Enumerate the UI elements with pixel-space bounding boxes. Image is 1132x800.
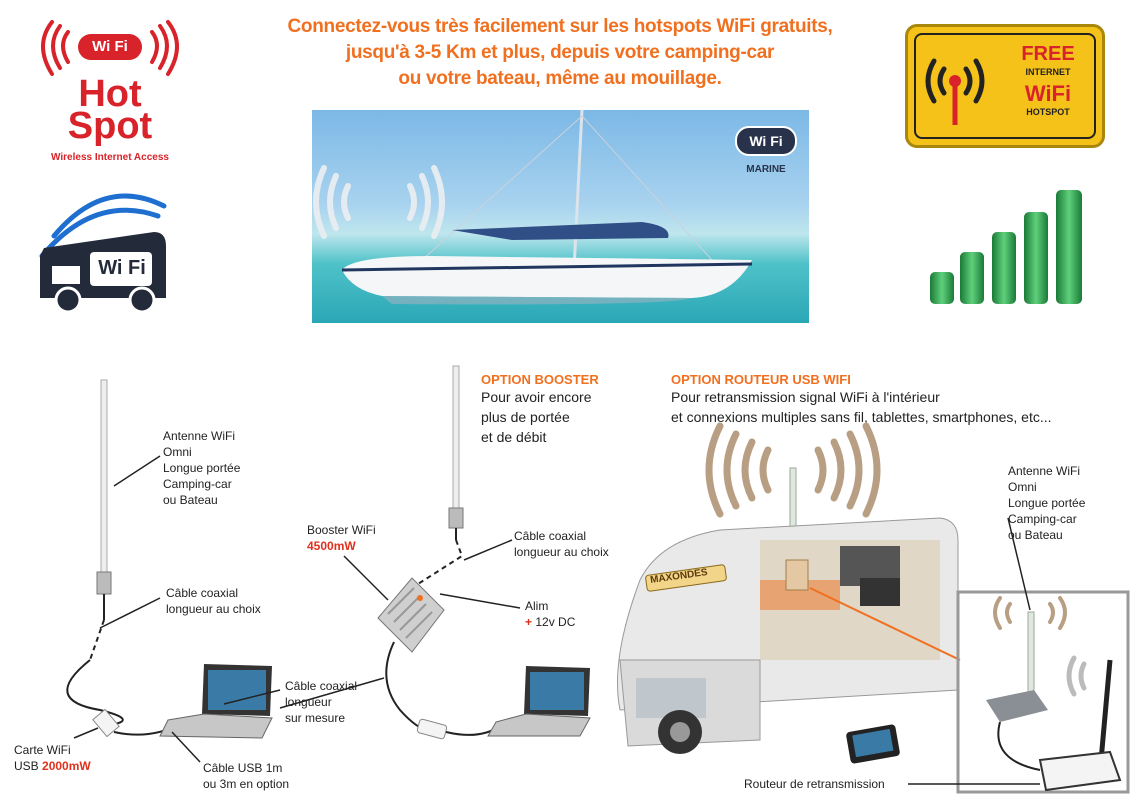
headline-line-2: jusqu'à 3-5 Km et plus, depuis votre cam… — [345, 42, 775, 63]
router-device-icon — [1038, 750, 1122, 792]
camper-wifi-text: Wi Fi — [98, 257, 146, 279]
antenna-right-line-2: Omni — [1008, 480, 1037, 494]
router-label: Routeur de retransmission — [744, 777, 885, 791]
cable-measure-label: Câble coaxial longueur sur mesure — [285, 678, 357, 726]
booster-body-3: et de débit — [481, 429, 547, 445]
antenna-signal-icon — [925, 58, 985, 125]
booster-body-2: plus de portée — [481, 409, 570, 425]
signal-waves-icon — [705, 422, 881, 518]
free-wifi-sign: FREE INTERNET WiFi HOTSPOT — [905, 24, 1105, 148]
sailboat-photo: Wi Fi MARINE — [312, 110, 809, 323]
signal-strength-icon — [930, 190, 1082, 304]
antenna-left-line-4: Camping-car — [163, 477, 232, 491]
marine-label: MARINE — [746, 164, 786, 175]
router-title: OPTION ROUTEUR USB WIFI — [671, 372, 851, 387]
hotspot-hot-text: Hot — [78, 73, 142, 115]
router-detail-frame — [956, 590, 1130, 794]
usb-cable-line-2: ou 3m en option — [203, 777, 290, 791]
antenna-left-line-1: Antenne WiFi — [163, 429, 236, 443]
usb-card-middle-icon — [416, 718, 448, 740]
usb-card-icon — [92, 708, 120, 738]
cable-left-line-1: Câble coaxial — [166, 586, 239, 600]
usb-adapter-icon — [986, 690, 1048, 722]
antenna-left-line-2: Omni — [163, 445, 192, 459]
router-body-2: et connexions multiples sans fil, tablet… — [671, 409, 1052, 425]
antenna-right-line-1: Antenne WiFi — [1008, 464, 1081, 478]
cable-middle-label: Câble coaxial longueur au choix — [514, 528, 609, 560]
router-body-1: Pour retransmission signal WiFi à l'inté… — [671, 389, 940, 405]
alim-plus: + — [525, 615, 533, 629]
router-section: OPTION ROUTEUR USB WIFI Pour retransmiss… — [671, 372, 1126, 427]
camper-brand-badge — [645, 564, 727, 592]
headline: Connectez-vous très facilement sur les h… — [260, 14, 860, 92]
headline-line-3: ou votre bateau, même au mouillage. — [398, 68, 722, 89]
tablet-icon — [846, 724, 900, 764]
antenna-left-line-3: Longue portée — [163, 461, 241, 475]
free-wifi-sign-border — [914, 33, 1096, 139]
camper-wifi-logo: Wi Fi — [34, 186, 184, 316]
antenna-right-line-5: ou Bateau — [1008, 528, 1063, 542]
laptop-left-icon — [159, 664, 273, 739]
camper-van-cutaway-icon — [617, 517, 961, 754]
free-text: FREE — [1021, 43, 1075, 65]
antenna-right-line-3: Longue portée — [1008, 496, 1086, 510]
alim-label: Alim + 12v DC — [525, 598, 575, 630]
booster-power: 4500mW — [307, 539, 356, 553]
hotspot-spot-text: Spot — [67, 105, 153, 147]
usb-cable-label: Câble USB 1m ou 3m en option — [203, 760, 289, 792]
usb-cable-line-1: Câble USB 1m — [203, 761, 283, 775]
antenna-left-line-5: ou Bateau — [163, 493, 218, 507]
free-wifi-text: WiFi — [1024, 81, 1072, 106]
usb-card-line-2: USB — [14, 759, 39, 773]
antenna-middle-icon — [452, 365, 460, 517]
installation-diagram — [66, 365, 1130, 794]
headline-line-1: Connectez-vous très facilement sur les h… — [287, 16, 833, 37]
booster-title: OPTION BOOSTER — [481, 372, 599, 387]
booster-label-text: Booster WiFi — [307, 523, 376, 537]
hotspot-logo: Wi Fi Hot Spot Wireless Internet Access — [30, 20, 190, 170]
cable-measure-line-2: longueur — [285, 695, 332, 709]
hotspot-wifi-text: Wi Fi — [92, 38, 128, 55]
hotspot-text: HOTSPOT — [1026, 107, 1070, 117]
marine-badge: Wi Fi MARINE — [732, 126, 800, 186]
laptop-middle-icon — [487, 666, 591, 737]
marine-wifi-text: Wi Fi — [735, 126, 797, 156]
hotspot-tagline: Wireless Internet Access — [51, 152, 169, 163]
alim-value: 12v DC — [535, 615, 576, 629]
booster-label: Booster WiFi 4500mW — [307, 522, 376, 554]
antenna-left-icon — [100, 379, 108, 581]
antenna-right-label: Antenne WiFi Omni Longue portée Camping-… — [1008, 463, 1085, 543]
booster-device-icon — [377, 577, 445, 653]
antenna-right-line-4: Camping-car — [1008, 512, 1077, 526]
internet-text: INTERNET — [1025, 67, 1071, 77]
booster-section: OPTION BOOSTER Pour avoir encore plus de… — [481, 372, 599, 447]
alim-text: Alim — [525, 599, 549, 613]
cable-left-line-2: longueur au choix — [166, 602, 261, 616]
cable-measure-line-1: Câble coaxial — [285, 679, 358, 693]
cable-measure-line-3: sur mesure — [285, 711, 346, 725]
booster-body-1: Pour avoir encore — [481, 389, 592, 405]
cable-middle-line-2: longueur au choix — [514, 545, 609, 559]
usb-card-text: Carte WiFi — [14, 743, 71, 757]
usb-card-power: 2000mW — [42, 759, 91, 773]
wifi-signal-icon — [41, 20, 179, 76]
cable-left-label: Câble coaxial longueur au choix — [166, 585, 261, 617]
sailboat-illustration — [313, 110, 753, 305]
camper-van-icon — [39, 193, 167, 314]
cable-middle-line-1: Câble coaxial — [514, 529, 587, 543]
usb-card-label: Carte WiFi USB 2000mW — [14, 742, 91, 774]
antenna-left-label: Antenne WiFi Omni Longue portée Camping-… — [163, 428, 240, 508]
